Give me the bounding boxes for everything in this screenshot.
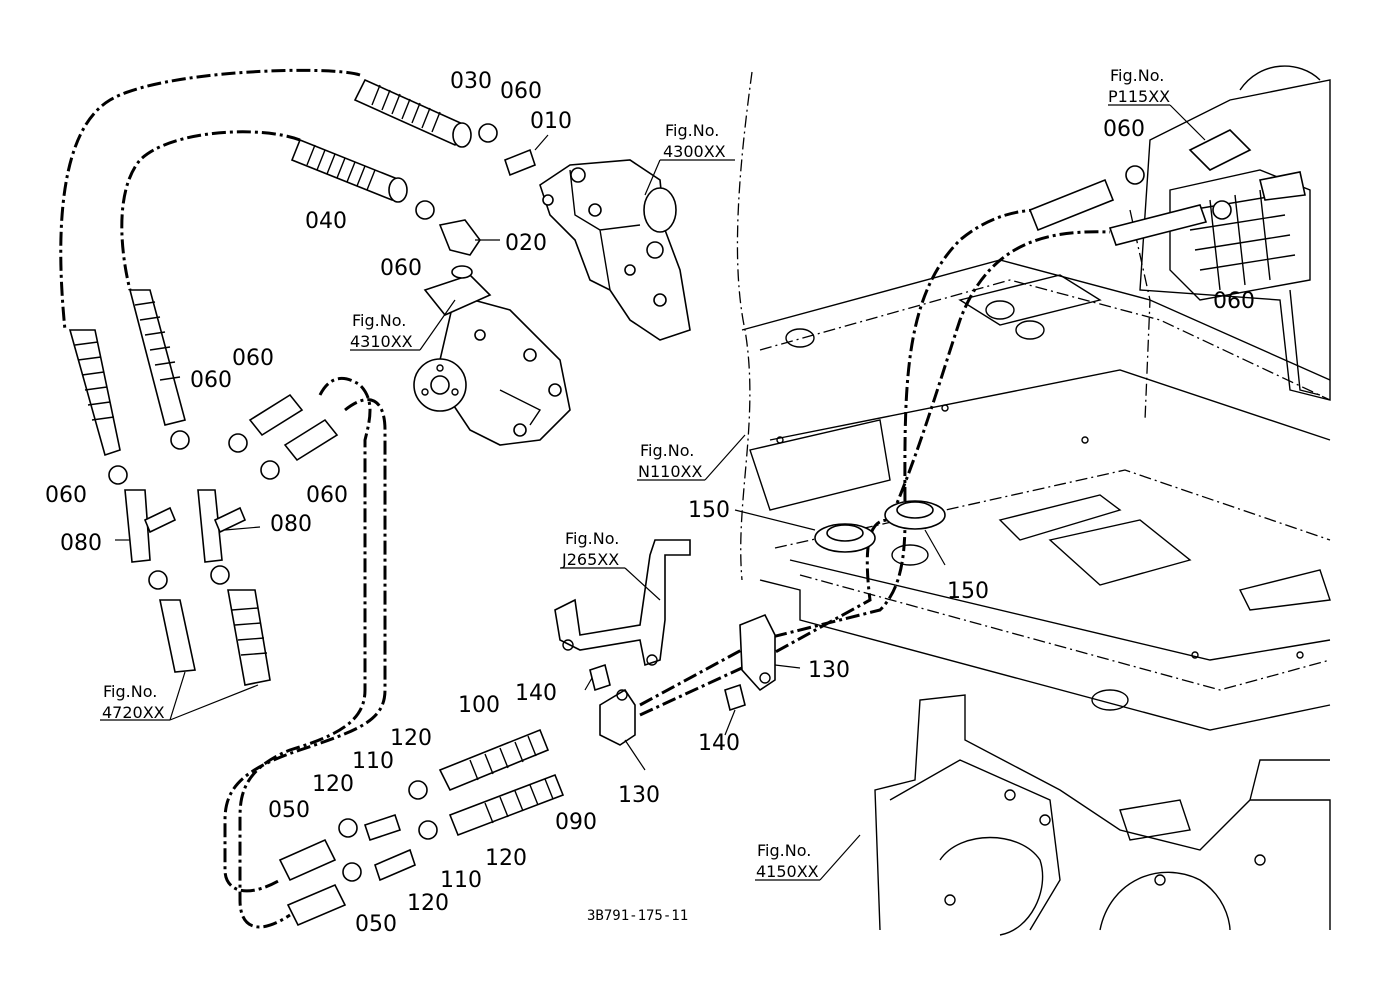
part-label-140: 140 [515, 681, 557, 706]
fig-ref-4720-line2: 4720XX [102, 703, 165, 722]
part-label-100: 100 [458, 693, 500, 718]
part-label-080: 080 [270, 512, 312, 537]
bracket-j265 [554, 539, 691, 667]
part-label-060: 060 [306, 483, 348, 508]
part-label-060: 060 [232, 346, 274, 371]
water-pump [413, 265, 571, 446]
hose-030 [353, 78, 472, 148]
fig-ref-j265: Fig.No. J265XX [561, 529, 619, 569]
fig-ref-j265-line1: Fig.No. [565, 529, 619, 548]
part-label-050: 050 [355, 912, 397, 937]
fig-ref-4310-line2: 4310XX [350, 332, 413, 351]
transmission-housing [874, 694, 1331, 936]
fig-ref-4300-line1: Fig.No. [665, 121, 719, 140]
part-label-030: 030 [450, 69, 492, 94]
fig-ref-4720-line1: Fig.No. [103, 682, 157, 701]
fig-ref-4310: Fig.No. 4310XX [350, 311, 413, 351]
part-label-010: 010 [530, 109, 572, 134]
hose-090 [448, 773, 565, 837]
fig-ref-4150-line2: 4150XX [756, 862, 819, 881]
part-label-120: 120 [312, 772, 354, 797]
straight-hoses [248, 178, 1208, 927]
part-label-120: 120 [390, 726, 432, 751]
fig-ref-4150: Fig.No. 4150XX [756, 841, 819, 881]
part-label-110: 110 [440, 868, 482, 893]
part-label-140: 140 [698, 731, 740, 756]
hose-100 [438, 728, 550, 792]
part-label-060: 060 [1103, 117, 1145, 142]
leader-lines [100, 104, 1206, 881]
grommets [814, 500, 946, 553]
thermostat-housing [539, 159, 691, 341]
hose-040 [290, 138, 408, 203]
part-label-020: 020 [505, 231, 547, 256]
part-label-120: 120 [407, 891, 449, 916]
fig-ref-4310-line1: Fig.No. [352, 311, 406, 330]
fig-ref-4300: Fig.No. 4300XX [663, 121, 726, 161]
part-label-150: 150 [947, 579, 989, 604]
part-label-050: 050 [268, 798, 310, 823]
fittings [124, 148, 536, 882]
part-label-060: 060 [1213, 289, 1255, 314]
part-label-060: 060 [500, 79, 542, 104]
bolts-140 [589, 663, 746, 712]
bracket-130 [599, 613, 776, 746]
fig-ref-p115: Fig.No. P115XX [1108, 66, 1170, 106]
fig-ref-p115-line1: Fig.No. [1110, 66, 1164, 85]
chassis-frame [736, 71, 1331, 731]
fig-ref-4150-line1: Fig.No. [757, 841, 811, 860]
clamps [108, 123, 1232, 882]
part-label-130: 130 [808, 658, 850, 683]
hose-left-1 [68, 329, 121, 457]
part-label-120: 120 [485, 846, 527, 871]
part-label-150: 150 [688, 498, 730, 523]
part-label-060: 060 [45, 483, 87, 508]
fig-ref-n110: Fig.No. N110XX [638, 441, 702, 481]
part-label-090: 090 [555, 810, 597, 835]
part-label-110: 110 [352, 749, 394, 774]
fig-ref-n110-line2: N110XX [638, 462, 702, 481]
hose-left-3 [159, 589, 271, 686]
fig-ref-4300-line2: 4300XX [663, 142, 726, 161]
fig-ref-p115-line2: P115XX [1108, 87, 1170, 106]
part-label-060: 060 [380, 256, 422, 281]
fig-ref-n110-line1: Fig.No. [640, 441, 694, 460]
engine-block [1139, 65, 1331, 401]
part-label-040: 040 [305, 209, 347, 234]
fig-ref-4720: Fig.No. 4720XX [102, 682, 165, 722]
part-labels: 030 060 010 040 060 020 060 060 060 060 … [45, 69, 1255, 937]
part-label-060: 060 [190, 368, 232, 393]
hose-left-2 [128, 289, 186, 426]
fig-ref-j265-line2: J265XX [561, 550, 619, 569]
part-label-130: 130 [618, 783, 660, 808]
part-label-080: 080 [60, 531, 102, 556]
drawing-number: 3B791-175-11 [587, 908, 688, 924]
